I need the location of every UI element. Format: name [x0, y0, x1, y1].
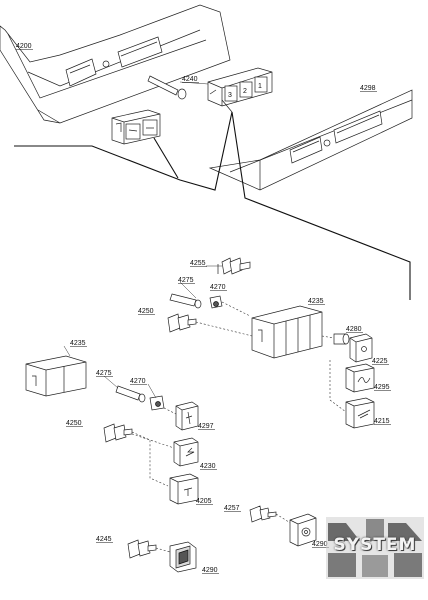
label-4250-top: 4250 [138, 308, 154, 315]
label-4275-top: 4275 [178, 277, 194, 284]
button-4225 [349, 333, 373, 363]
label-4240: 4240 [182, 76, 198, 83]
switch-glyph-2: 2 [243, 88, 247, 95]
connector-4250b [103, 423, 175, 487]
switch-body-4235b [25, 345, 87, 397]
label-4250-left: 4250 [66, 420, 82, 427]
label-4200: 4200 [16, 43, 32, 50]
button-4215 [329, 360, 375, 429]
callout-lines [14, 99, 411, 300]
connector-4245 [127, 539, 171, 559]
connector-4257 [249, 505, 293, 525]
label-4297: 4297 [198, 423, 214, 430]
label-4245: 4245 [96, 536, 112, 543]
label-4255: 4255 [190, 260, 206, 267]
label-4280: 4280 [346, 326, 362, 333]
button-4205 [169, 473, 199, 505]
button-4295 [345, 363, 375, 393]
label-4230: 4230 [200, 463, 216, 470]
label-4235-top: 4235 [308, 298, 324, 305]
label-4295: 4295 [374, 384, 390, 391]
switch-glyph-3: 3 [228, 92, 232, 99]
label-4205: 4205 [196, 498, 212, 505]
button-4290b [169, 541, 197, 573]
label-4275-left: 4275 [96, 370, 112, 377]
bulb-4270b [147, 383, 177, 415]
label-4298: 4298 [360, 85, 376, 92]
label-4270-top: 4270 [210, 284, 226, 291]
label-4225: 4225 [372, 358, 388, 365]
switch-glyph-1: 1 [258, 83, 262, 90]
lamp-holder-4275a [169, 281, 202, 309]
lamp-holder-4275b [103, 375, 146, 403]
button-4297 [175, 401, 199, 431]
switch-block-detached [111, 109, 161, 145]
logo-graphic [326, 517, 424, 579]
part-labels: 4200 4240 4298 4255 4275 4270 4235 4250 … [16, 43, 391, 574]
label-4235-left: 4235 [70, 340, 86, 347]
button-4290a [289, 513, 317, 547]
label-4290-bottom: 4290 [202, 567, 218, 574]
connector-4255 [206, 257, 251, 275]
indicator-4280 [321, 333, 350, 345]
label-4257: 4257 [224, 505, 240, 512]
button-4230 [173, 437, 199, 467]
control-panel-4200 [0, 4, 231, 124]
connector-4250a [167, 313, 253, 337]
label-4270-left: 4270 [130, 378, 146, 385]
switch-body-4235a [251, 305, 323, 359]
front-panel-4298 [208, 89, 413, 191]
switch-block-321: 3 2 1 [207, 67, 273, 107]
label-4290-right: 4290 [312, 541, 328, 548]
logo-text: SYSTEM [333, 535, 417, 555]
bulb-4270a [209, 295, 251, 317]
label-4215: 4215 [374, 418, 390, 425]
system-watermark-logo: SYSTEM [326, 517, 424, 579]
